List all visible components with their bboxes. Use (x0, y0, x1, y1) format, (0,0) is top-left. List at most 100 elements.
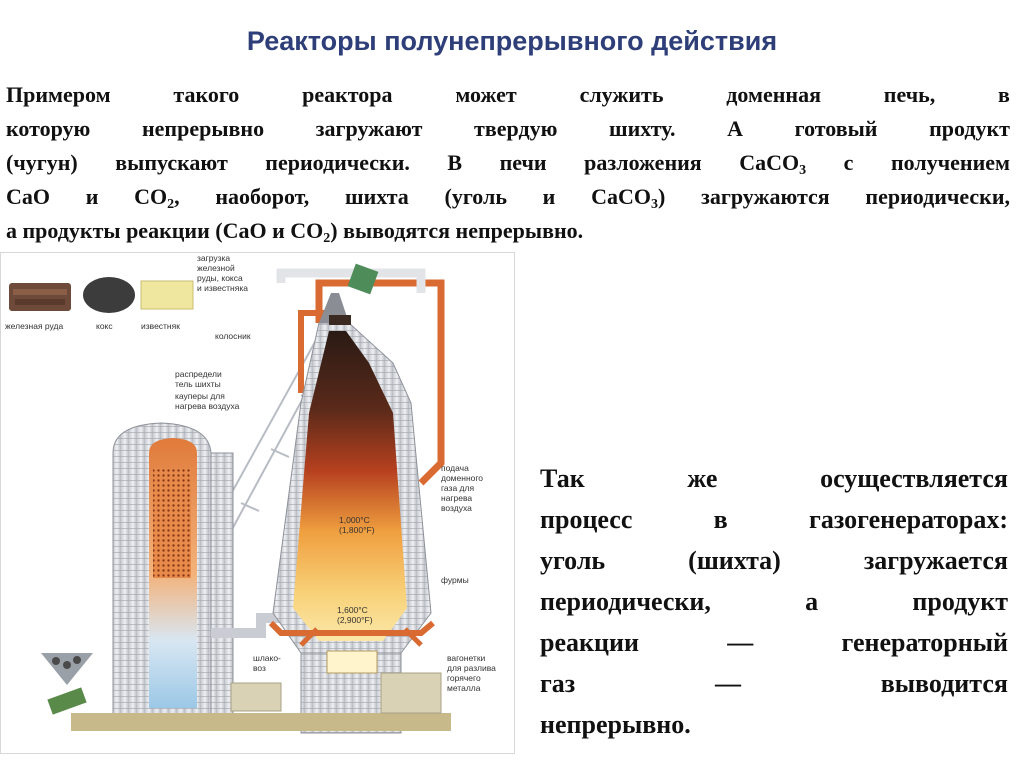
intro-word: может (455, 82, 517, 107)
limestone-label: известняк (141, 321, 180, 331)
side-line-4: периодически, а продукт (540, 581, 1008, 622)
label-gas-supply: доменного (441, 473, 483, 483)
iron-ore-label: железная руда (5, 321, 63, 331)
intro-text: а продукты реакции (CaO и CO (6, 218, 324, 243)
side-line-7: непрерывно. (540, 704, 1008, 745)
label-distributor: распредели (175, 369, 222, 379)
tuyere (299, 627, 423, 647)
coke-sample (83, 277, 135, 313)
intro-word: реактора (302, 82, 393, 107)
hot-blast-stove (112, 422, 234, 724)
side-word: (шихта) (688, 546, 781, 575)
side-line-3: уголь (шихта) загружается (540, 540, 1008, 581)
side-line-5: реакции — генераторный (540, 622, 1008, 663)
side-word: уголь (540, 546, 606, 575)
top-duct (276, 268, 426, 293)
subscript: 2 (323, 231, 331, 246)
intro-text: CaO и CO (6, 184, 168, 209)
side-word: продукт (912, 587, 1008, 616)
gas-pipe (298, 310, 331, 393)
label-gas-supply: нагрева (441, 493, 472, 503)
intro-word: доменная (726, 82, 821, 107)
label-loading: железной (197, 263, 235, 273)
label-ladle-cars: для разлива (447, 663, 496, 673)
side-word: — (727, 628, 754, 657)
label-loading: загрузка (197, 253, 230, 263)
label-ladle-cars: вагонетки (447, 653, 486, 663)
charge-distributor (347, 263, 379, 295)
intro-text: (чугун) выпускают периодически. В печи р… (6, 150, 800, 175)
label-slag-car: шлако- (253, 653, 281, 663)
intro-line-2: которую непрерывно загружают твердую ших… (6, 116, 1010, 141)
ladle-car (380, 672, 442, 714)
intro-line-4: CaO и CO2, наоборот, шихта (уголь и CaCO… (6, 180, 1010, 214)
label-temp-upper: 1,000°C (339, 515, 370, 525)
slag-car (230, 682, 282, 712)
bustle-pipe (268, 620, 435, 636)
skip-car (47, 687, 87, 715)
side-paragraph: Так же осуществляется процесс в газогене… (540, 458, 1008, 745)
intro-text: , наоборот, шихта (уголь и CaCO (174, 184, 651, 209)
side-word: реакции (540, 628, 639, 657)
label-stoves: нагрева воздуха (175, 401, 240, 411)
label-ladle-cars: металла (447, 683, 481, 693)
coke-label: кокс (96, 321, 113, 331)
intro-text: с получением (806, 150, 1010, 175)
intro-word: печь, (883, 82, 936, 107)
side-word: газ (540, 669, 576, 698)
side-word: же (687, 464, 718, 493)
label-gas-supply: воздуха (441, 503, 472, 513)
intro-line-1: Примером такого реактора может служить д… (6, 78, 1010, 112)
side-word: процесс (540, 505, 633, 534)
intro-word: служить (579, 82, 664, 107)
intro-word: в (998, 82, 1010, 107)
label-temp-lower: (2,900°F) (337, 615, 373, 625)
label-grate: колосник (215, 331, 251, 341)
side-word: газогенераторах: (809, 505, 1008, 534)
label-temp-upper: (1,800°F) (339, 525, 375, 535)
label-ladle-cars: горячего (447, 673, 481, 683)
blast-furnace (272, 263, 432, 654)
intro-word: такого (173, 82, 240, 107)
side-line-6: газ — выводится (540, 663, 1008, 704)
diagram-labels: загрузка железной руды, кокса и известня… (175, 253, 496, 693)
limestone-sample (140, 280, 194, 310)
side-word: — (714, 669, 741, 698)
slide-title: Реакторы полунепрерывного действия (246, 26, 778, 56)
label-loading: руды, кокса (197, 273, 243, 283)
label-slag-car: воз (253, 663, 266, 673)
label-tuyeres: фурмы (441, 575, 469, 585)
side-line-1: Так же осуществляется (540, 458, 1008, 499)
intro-text: ) загружаются периодически, (657, 184, 1011, 209)
side-word: загружается (863, 546, 1008, 575)
molten-iron (326, 650, 378, 674)
subscript: 2 (167, 197, 175, 212)
intro-text: ) выводятся непрерывно. (330, 218, 584, 243)
side-word: Так (540, 464, 585, 493)
side-word: выводится (880, 669, 1008, 698)
intro-paragraph: Примером такого реактора может служить д… (6, 78, 1010, 248)
side-word: генераторный (841, 628, 1008, 657)
label-distributor: тель шихты (175, 379, 221, 389)
gas-pipe (315, 279, 445, 486)
side-word: осуществляется (820, 464, 1008, 493)
side-word: непрерывно. (540, 710, 691, 739)
side-word: а (805, 587, 819, 616)
label-gas-supply: подача (441, 463, 469, 473)
label-stoves: кауперы для (175, 391, 225, 401)
subscript: 3 (799, 163, 807, 178)
intro-line-3: (чугун) выпускают периодически. В печи р… (6, 146, 1010, 180)
intro-word: Примером (6, 82, 111, 107)
side-line-2: процесс в газогенераторах: (540, 499, 1008, 540)
iron-ore-sample (9, 283, 71, 311)
intro-line-5: а продукты реакции (CaO и CO2) выводятся… (6, 214, 1010, 248)
label-gas-supply: газа для (441, 483, 474, 493)
blast-furnace-diagram: железная руда кокс известняк (0, 252, 515, 754)
label-temp-lower: 1,600°C (337, 605, 368, 615)
side-word: в (713, 505, 728, 534)
ground (71, 713, 451, 731)
label-loading: и известняка (197, 283, 248, 293)
side-word: периодически, (540, 587, 711, 616)
subscript: 3 (650, 197, 658, 212)
blast-furnace-illustration: железная руда кокс известняк (5, 253, 496, 734)
